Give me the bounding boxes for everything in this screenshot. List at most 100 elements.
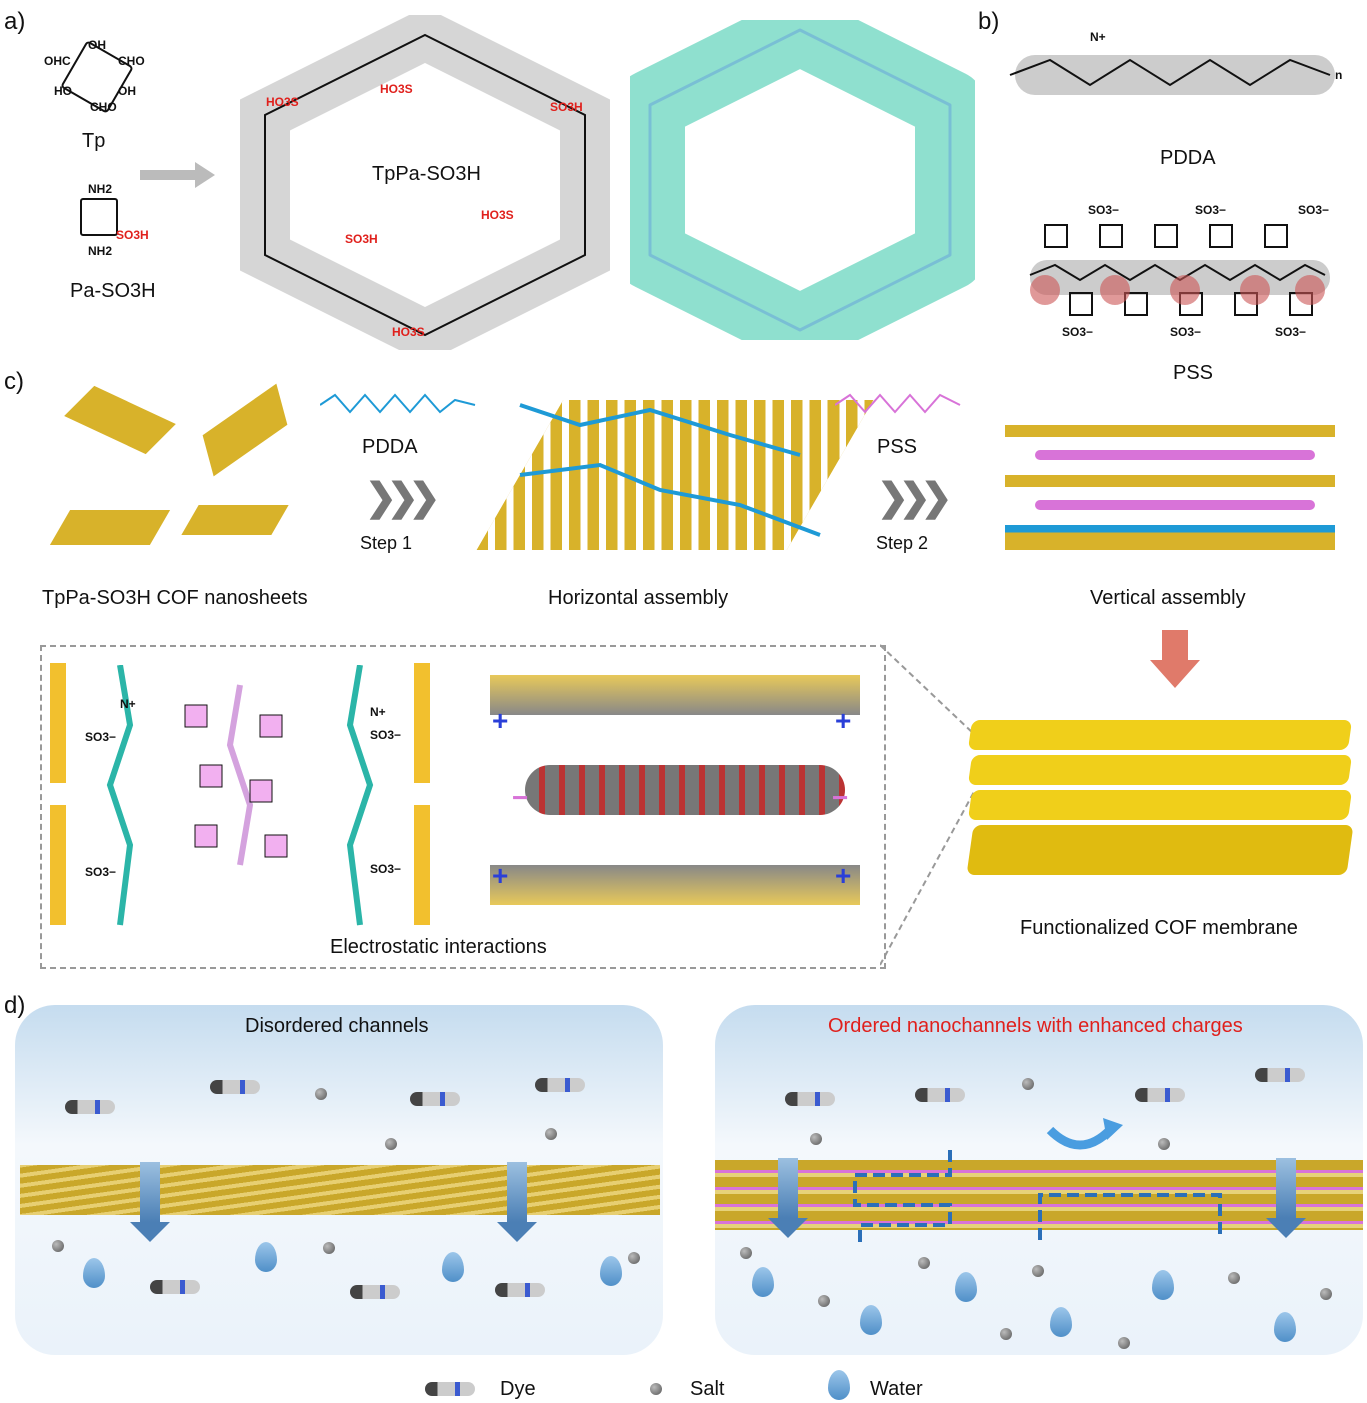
tp-group: CHO: [118, 54, 145, 68]
step2-label: Step 2: [876, 533, 929, 553]
sulfonate-label: HO3S: [481, 208, 514, 222]
salt-ion: [1000, 1328, 1012, 1340]
water-droplet: [955, 1272, 977, 1302]
pdda-structure: [1009, 55, 1335, 95]
down-arrow-icon: [1150, 630, 1200, 688]
dye-molecule: [915, 1088, 965, 1102]
membrane-label: Functionalized COF membrane: [1020, 917, 1298, 939]
tp-label: Tp: [82, 130, 106, 152]
salt-ion: [740, 1247, 752, 1259]
legend-dye-label: Dye: [500, 1378, 536, 1400]
sulfonate-label: SO3−: [370, 862, 402, 876]
salt-ion: [315, 1088, 327, 1100]
positive-charge-icon: +: [835, 705, 852, 736]
dye-molecule: [785, 1092, 835, 1106]
dye-molecule: [350, 1285, 400, 1299]
legend-salt-icon: [650, 1383, 662, 1395]
cof-structure: [240, 15, 610, 350]
electrostatic-interactions-box: [40, 645, 886, 969]
dye-molecule: [1255, 1068, 1305, 1082]
water-droplet: [255, 1242, 277, 1272]
cof-layer-bottom: [490, 865, 860, 905]
pa-benzene-ring: [80, 198, 118, 236]
pss-group: SO3−: [1170, 325, 1202, 339]
ammonium-label: N+: [370, 705, 386, 719]
step2-polymer-label: PSS: [877, 436, 918, 458]
step1-polymer-label: PDDA: [362, 436, 418, 458]
panel-label-b: b): [978, 8, 1000, 35]
cof-layer-bar: [414, 663, 430, 783]
tp-group: OHC: [44, 54, 71, 68]
tp-group: OH: [88, 38, 106, 52]
pa-group: NH2: [88, 182, 113, 196]
dye-molecule: [535, 1078, 585, 1092]
step1-chevrons-icon: ❯❯❯: [365, 477, 440, 519]
sulfonate-label: HO3S: [380, 82, 413, 96]
water-droplet: [1050, 1307, 1072, 1337]
pss-group: SO3−: [1275, 325, 1307, 339]
dye-molecule: [495, 1283, 545, 1297]
sulfonate-label: HO3S: [266, 95, 299, 109]
tp-group: OH: [118, 84, 136, 98]
salt-ion: [918, 1257, 930, 1269]
salt-ion: [385, 1138, 397, 1150]
water-droplet: [860, 1305, 882, 1335]
pss-chain-icon: [835, 393, 961, 414]
salt-ion: [1032, 1265, 1044, 1277]
cof-nanosheet: [49, 510, 171, 545]
pdda-charge: N+: [1090, 30, 1106, 44]
sulfonate-label: SO3−: [85, 730, 117, 744]
sulfonate-label: SO3H: [550, 100, 583, 114]
water-droplet: [1274, 1312, 1296, 1342]
tp-group: CHO: [90, 100, 117, 114]
flow-arrow-icon: [1266, 1158, 1306, 1238]
salt-ion: [818, 1295, 830, 1307]
sulfonate-label: SO3H: [345, 232, 378, 246]
water-droplet: [83, 1258, 105, 1288]
nanosheets-label: TpPa-SO3H COF nanosheets: [42, 587, 308, 609]
reaction-arrow-icon: [140, 162, 215, 188]
flow-arrow-icon: [130, 1162, 170, 1242]
salt-ion: [1158, 1138, 1170, 1150]
pss-label: PSS: [1173, 362, 1214, 384]
pdda-chains: [519, 403, 821, 537]
step1-label: Step 1: [360, 533, 413, 553]
electrostatic-label: Electrostatic interactions: [330, 936, 547, 958]
negative-charge-icon: −: [512, 782, 529, 813]
pss-group: SO3−: [1062, 325, 1094, 339]
disordered-cof-layer: [20, 1165, 660, 1215]
pss-layer-molecules: [525, 765, 845, 815]
ammonium-label: N+: [120, 697, 136, 711]
cof-layer-bar: [414, 805, 430, 925]
dye-molecule: [1135, 1088, 1185, 1102]
pss-structure: [1029, 224, 1330, 316]
repulsion-arrow-icon: [1046, 1118, 1123, 1150]
salt-ion: [52, 1240, 64, 1252]
cof-nanosheet: [181, 505, 289, 535]
pss-group: SO3−: [1195, 203, 1227, 217]
right-title: Ordered nanochannels with enhanced charg…: [828, 1015, 1243, 1037]
salt-ion: [545, 1128, 557, 1140]
tp-group: HO: [54, 84, 72, 98]
cof-layer-bar: [50, 663, 66, 783]
vertical-assembly-stack: [1005, 420, 1335, 560]
dye-molecule: [65, 1100, 115, 1114]
cof-layer-top: [490, 675, 860, 715]
legend-dye-icon: [425, 1382, 475, 1396]
salt-ion: [1228, 1272, 1240, 1284]
legend-water-icon: [828, 1370, 850, 1400]
water-droplet: [600, 1256, 622, 1286]
sulfonate-label: SO3−: [85, 865, 117, 879]
water-droplet: [1152, 1270, 1174, 1300]
panel-label-d: d): [4, 992, 26, 1019]
salt-ion: [1118, 1337, 1130, 1349]
positive-charge-icon: +: [492, 860, 509, 891]
dye-molecule: [410, 1092, 460, 1106]
sulfonate-label: SO3−: [370, 728, 402, 742]
zoom-lines: [880, 644, 976, 966]
water-droplet: [752, 1267, 774, 1297]
salt-ion: [810, 1133, 822, 1145]
functionalized-membrane: [966, 710, 1360, 890]
negative-charge-icon: −: [832, 782, 849, 813]
step2-chevrons-icon: ❯❯❯: [877, 477, 952, 519]
